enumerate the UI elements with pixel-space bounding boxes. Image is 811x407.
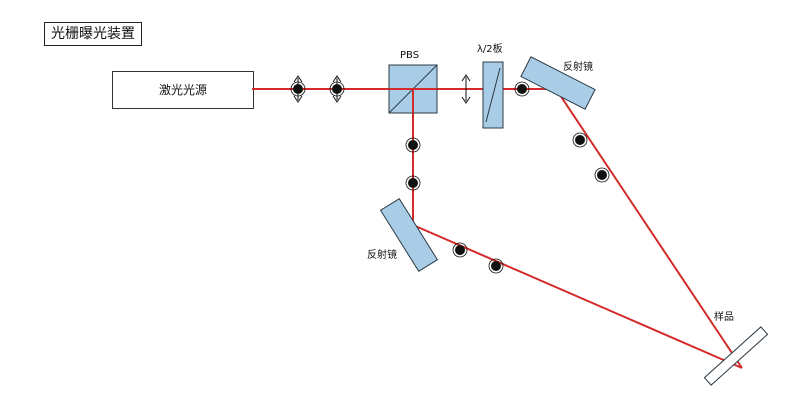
- laser-source-box: 激光光源: [112, 71, 254, 109]
- mirror-top-right-label: 反射镜: [563, 60, 593, 73]
- pbs-cube: [388, 64, 438, 114]
- half-wave-plate-label: λ/2板: [477, 42, 503, 55]
- polarization-dot-right-2: [594, 167, 610, 183]
- sample-label: 样品: [714, 310, 734, 323]
- polarization-dot-lower-1: [452, 242, 468, 258]
- polarization-dot-right-1: [572, 132, 588, 148]
- beam-mirror-top-to-sample: [555, 88, 743, 369]
- polarization-dot-lower-2: [488, 258, 504, 274]
- mirror-top-right: [520, 56, 596, 110]
- mirror-lower-left: [379, 197, 439, 273]
- laser-beams: [252, 88, 743, 369]
- polarization-arrow-vertical: [461, 74, 471, 104]
- polarization-dot-after-plate: [514, 81, 530, 97]
- pbs-label: PBS: [400, 50, 419, 61]
- half-wave-plate: [482, 61, 504, 129]
- polarization-dot-vertical-1: [405, 137, 421, 153]
- polarization-marker-1: [290, 75, 306, 103]
- polarization-dot-vertical-2: [405, 175, 421, 191]
- polarization-marker-2: [329, 75, 345, 103]
- mirror-lower-left-label: 反射镜: [367, 248, 397, 261]
- sample-plate: [703, 326, 769, 386]
- beam-mirror-left-to-sample: [412, 224, 743, 369]
- diagram-title: 光栅曝光装置: [44, 22, 142, 46]
